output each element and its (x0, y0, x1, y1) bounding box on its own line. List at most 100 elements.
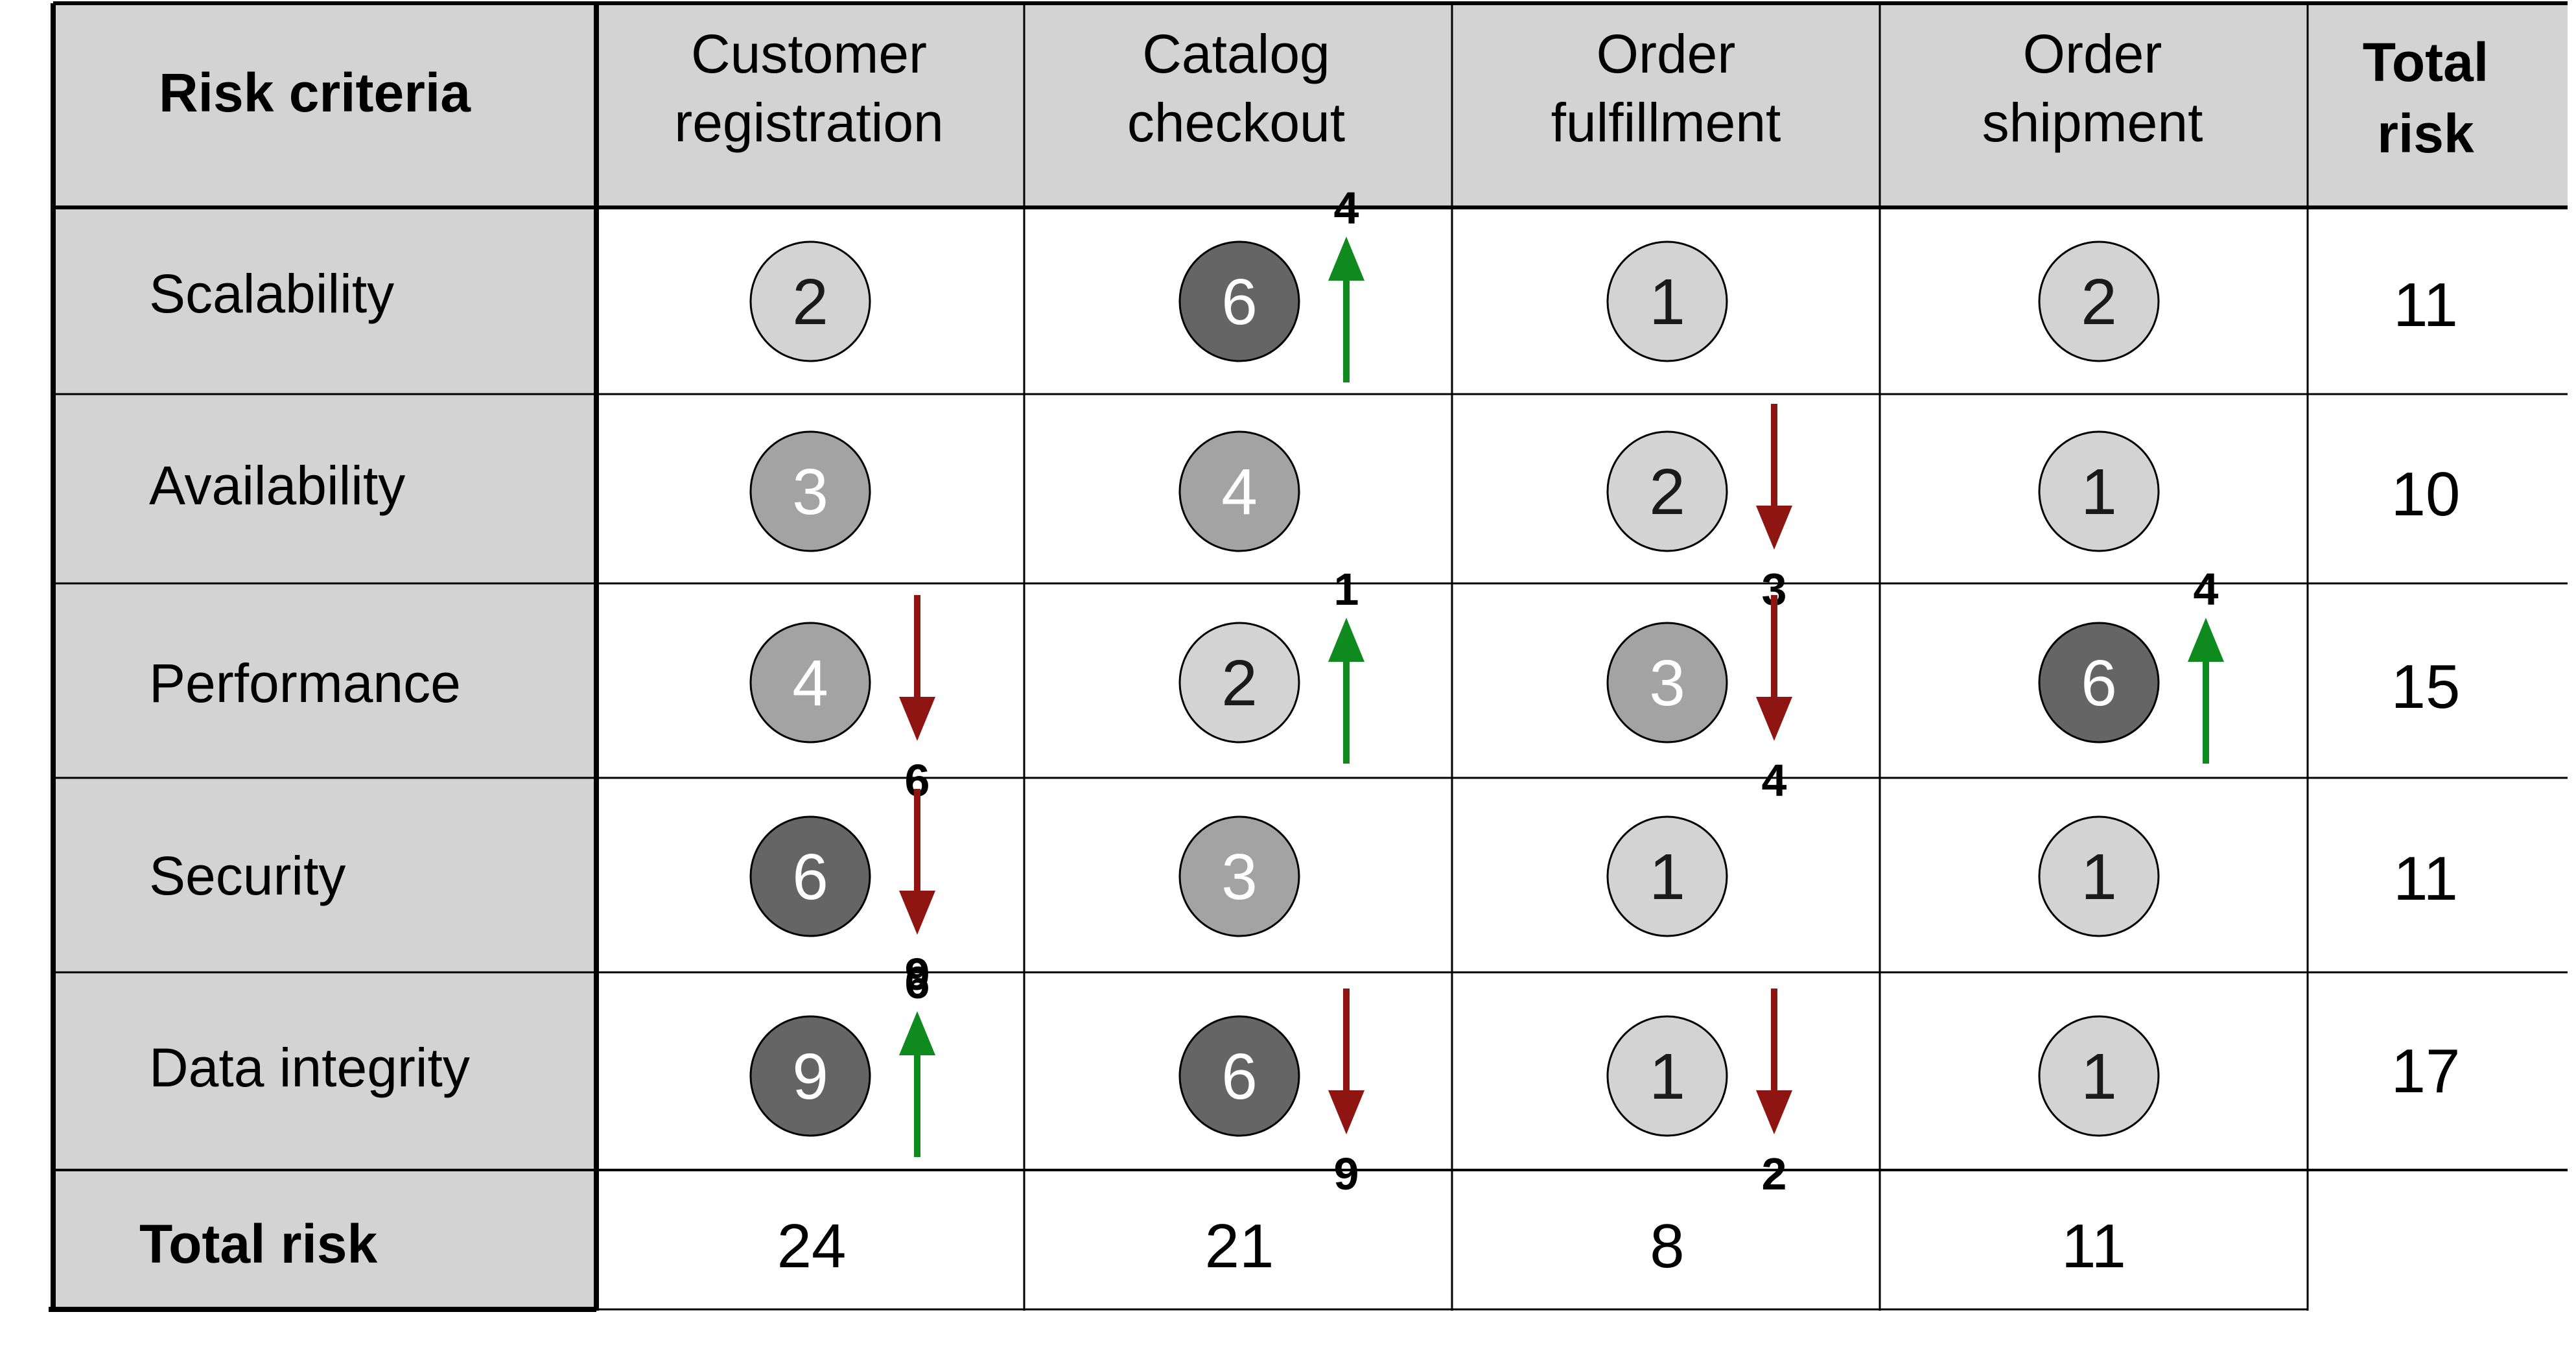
column-headers: Customer registration Catalog checkout O… (674, 23, 2203, 153)
trend-down-arrow-icon (1756, 404, 1792, 550)
row-label-availability: Availability (149, 455, 405, 516)
score-circle (2038, 430, 2160, 552)
score-cell-performance-order-fulfillment: 34 (1606, 595, 1792, 806)
row-total-performance: 15 (2391, 652, 2461, 721)
score-cell-security-order-shipment: 1 (2038, 815, 2160, 937)
score-cell-security-order-fulfillment: 1 (1606, 815, 1728, 937)
score-circle (1606, 430, 1728, 552)
trend-down-arrow-icon (899, 789, 935, 935)
score-circle (2038, 622, 2160, 743)
score-cell-performance-catalog-checkout: 21 (1178, 564, 1364, 764)
score-circle (2038, 240, 2160, 362)
score-circle (749, 430, 871, 552)
trend-down-arrow-icon (1756, 989, 1792, 1134)
score-value: 9 (792, 1040, 828, 1113)
score-value: 1 (1649, 1040, 1685, 1113)
score-value: 2 (792, 266, 828, 338)
trend-down-arrow-icon (1756, 595, 1792, 741)
col-header-customer-line1: Customer (691, 23, 927, 84)
row-label-data-integrity: Data integrity (149, 1037, 470, 1098)
score-value: 1 (1649, 841, 1685, 913)
footer-label: Total risk (139, 1213, 377, 1274)
col-header-catalog-line1: Catalog (1142, 23, 1330, 84)
row-label-security: Security (149, 845, 345, 906)
col-header-fulfillment-line2: fulfillment (1551, 92, 1781, 153)
score-circle (1178, 815, 1300, 937)
trend-up-arrow-icon (1328, 618, 1364, 764)
score-value: 3 (1649, 647, 1685, 720)
score-cell-scalability-order-shipment: 2 (2038, 240, 2160, 362)
score-value: 4 (1221, 456, 1258, 528)
trend-value: 1 (1334, 564, 1359, 615)
score-cell-scalability-customer-registration: 2 (749, 240, 871, 362)
score-cell-availability-customer-registration: 3 (749, 430, 871, 552)
row-label-scalability: Scalability (149, 263, 394, 324)
trend-value: 4 (2194, 564, 2219, 615)
score-value: 1 (2081, 841, 2117, 913)
score-cell-availability-order-fulfillment: 23 (1606, 404, 1792, 615)
score-cell-availability-catalog-checkout: 4 (1178, 430, 1300, 552)
score-circle (1178, 240, 1300, 362)
column-total-customer: 24 (777, 1212, 847, 1281)
score-cell-performance-order-shipment: 64 (2038, 564, 2224, 764)
score-circle (1178, 1015, 1300, 1137)
row-total-availability: 10 (2391, 460, 2461, 529)
row-label-performance: Performance (149, 653, 461, 714)
score-cell-data-integrity-catalog-checkout: 69 (1178, 989, 1364, 1199)
column-total-catalog: 21 (1205, 1212, 1274, 1281)
score-value: 6 (2081, 647, 2117, 720)
score-cell-security-customer-registration: 69 (749, 789, 935, 1000)
score-circle (1606, 1015, 1728, 1137)
score-value: 6 (792, 841, 828, 913)
header-row-bg (53, 3, 2568, 207)
score-cell-scalability-catalog-checkout: 64 (1178, 183, 1364, 382)
column-totals: 24 21 8 11 (777, 1212, 2126, 1281)
score-circle (2038, 815, 2160, 937)
trend-down-arrow-icon (899, 595, 935, 741)
score-circle (1606, 240, 1728, 362)
row-total-scalability: 11 (2393, 270, 2458, 340)
row-total-data-integrity: 17 (2391, 1036, 2461, 1106)
trend-up-arrow-icon (2188, 618, 2224, 764)
score-value: 6 (1221, 1040, 1258, 1113)
score-cell-availability-order-shipment: 1 (2038, 430, 2160, 552)
trend-up-arrow-icon (899, 1011, 935, 1157)
score-value: 4 (792, 647, 828, 720)
grid-lines (49, 1, 2568, 1312)
score-circle (1178, 622, 1300, 743)
col-header-catalog-line2: checkout (1127, 92, 1345, 153)
trend-value: 4 (1334, 183, 1359, 233)
total-header-line1: Total (2363, 32, 2488, 93)
score-circle (1178, 430, 1300, 552)
score-cell-performance-customer-registration: 46 (749, 595, 935, 806)
total-column-header: Total risk (2363, 32, 2488, 164)
score-circle (749, 240, 871, 362)
score-cell-data-integrity-order-shipment: 1 (2038, 1015, 2160, 1137)
col-header-customer-line2: registration (674, 92, 944, 153)
score-value: 6 (1221, 266, 1258, 338)
row-total-security: 11 (2393, 844, 2458, 913)
score-circle (1606, 815, 1728, 937)
criteria-header: Risk criteria (159, 62, 471, 123)
score-value: 2 (1649, 456, 1685, 528)
col-header-fulfillment-line1: Order (1597, 23, 1736, 84)
score-circle (2038, 1015, 2160, 1137)
column-total-shipment: 11 (2061, 1212, 2126, 1281)
label-column-bg (53, 207, 596, 1309)
score-value: 1 (2081, 456, 2117, 528)
trend-up-arrow-icon (1328, 237, 1364, 382)
trend-value: 9 (1334, 1149, 1359, 1199)
score-value: 3 (1221, 841, 1258, 913)
total-header-line2: risk (2377, 103, 2474, 164)
trend-value: 4 (1762, 755, 1787, 806)
score-cell-security-catalog-checkout: 3 (1178, 815, 1300, 937)
row-labels: Scalability Availability Performance Sec… (149, 263, 470, 1098)
trend-down-arrow-icon (1328, 989, 1364, 1134)
score-circle (1606, 622, 1728, 743)
score-circle (749, 622, 871, 743)
column-total-fulfillment: 8 (1650, 1212, 1684, 1281)
score-cell-data-integrity-order-fulfillment: 12 (1606, 989, 1792, 1199)
score-value: 3 (792, 456, 828, 528)
trend-value: 2 (1762, 1149, 1787, 1199)
score-value: 1 (1649, 266, 1685, 338)
